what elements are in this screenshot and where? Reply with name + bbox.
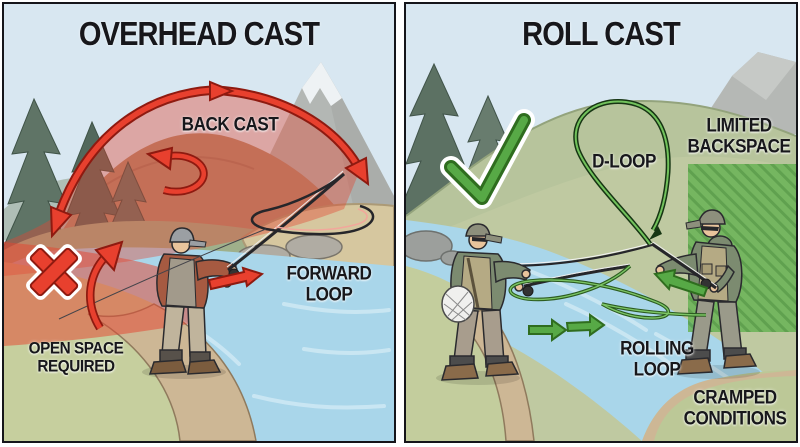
back-cast-label: BACK CAST <box>181 114 279 136</box>
roll-cast-panel: ROLL CAST D-LOOP LIMITED BACKSPACE ROLLI… <box>404 2 798 443</box>
right-bank-grass <box>642 370 796 441</box>
overhead-cast-scene <box>4 4 394 441</box>
fly-rod-left <box>522 263 631 297</box>
rolling-loop-label: ROLLING LOOP <box>620 338 694 380</box>
forward-arrow-icon <box>207 266 265 291</box>
upward-curve-arrow-icon <box>86 240 124 331</box>
fisherman <box>142 227 238 379</box>
back-cast-arc-arrow-icon <box>49 80 370 239</box>
d-loop-label: D-LOOP <box>592 151 656 173</box>
rolling-loop-line <box>508 264 707 320</box>
cross-icon <box>26 244 82 300</box>
open-space-label: OPEN SPACE REQUIRED <box>28 338 124 376</box>
overhead-cast-title: OVERHEAD CAST <box>78 15 320 52</box>
cramped-conditions-label: CRAMPED CONDITIONS <box>683 387 787 429</box>
roll-cast-scene <box>406 4 796 441</box>
rotation-loop-arrow-icon <box>145 146 208 196</box>
d-loop-line <box>573 99 671 246</box>
line-release-arrow-icon <box>653 268 709 298</box>
rolling-arrow-icon <box>565 313 606 337</box>
right-bank-sand <box>642 370 796 441</box>
rolling-arrow-icon <box>528 318 568 342</box>
limited-backspace-label: LIMITED BACKSPACE <box>687 115 791 157</box>
roll-cast-title: ROLL CAST <box>522 15 681 52</box>
fly-rod-and-line <box>58 170 375 320</box>
forward-loop-label: FORWARD LOOP <box>286 263 372 305</box>
overhead-cast-panel: OVERHEAD CAST BACK CAST FORWARD LOOP OPE… <box>2 2 396 443</box>
checkmark-icon <box>440 109 535 209</box>
